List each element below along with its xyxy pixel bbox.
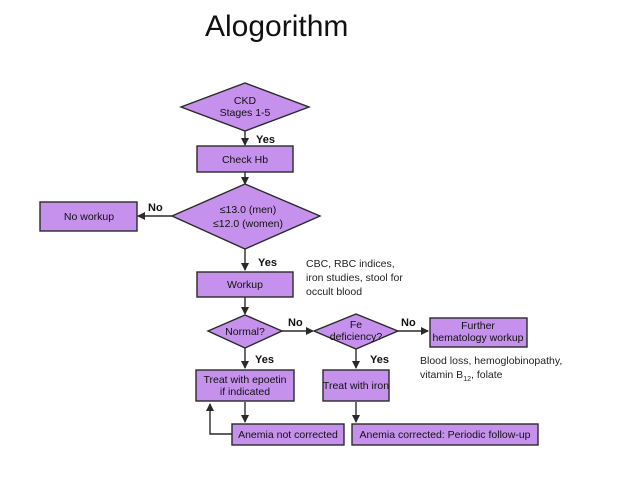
svg-text:Blood loss, hemoglobinopathy,: Blood loss, hemoglobinopathy, — [420, 355, 562, 367]
svg-text:Stages 1-5: Stages 1-5 — [220, 107, 271, 119]
svg-text:Check Hb: Check Hb — [222, 154, 268, 166]
edge-label-yes: Yes — [255, 354, 274, 366]
svg-text:No workup: No workup — [64, 211, 114, 223]
node-no-workup: No workup — [39, 201, 138, 232]
svg-text:Anemia corrected: Periodic fol: Anemia corrected: Periodic follow-up — [360, 429, 531, 441]
edge-label-no: No — [148, 202, 163, 214]
svg-text:vitamin B12, folate: vitamin B12, folate — [420, 369, 503, 383]
svg-text:deficiency?: deficiency? — [330, 331, 383, 343]
node-ckd: CKD Stages 1-5 — [179, 82, 311, 132]
edge-label-yes: Yes — [256, 134, 275, 146]
svg-text:Anemia not corrected: Anemia not corrected — [238, 429, 338, 441]
svg-text:occult blood: occult blood — [306, 286, 362, 298]
svg-text:CBC, RBC indices,: CBC, RBC indices, — [306, 258, 395, 270]
page-title: Alogorithm — [205, 10, 349, 43]
svg-text:if indicated: if indicated — [220, 386, 270, 398]
svg-text:Treat with epoetin: Treat with epoetin — [203, 374, 286, 386]
node-further-workup: Further hematology workup — [429, 317, 528, 348]
edge-label-no: No — [401, 317, 416, 329]
svg-text:≤13.0 (men): ≤13.0 (men) — [220, 204, 277, 216]
svg-text:Normal?: Normal? — [225, 326, 265, 338]
node-workup: Workup — [196, 271, 294, 298]
node-anemia-corrected: Anemia corrected: Periodic follow-up — [351, 423, 539, 446]
node-hb-decision: ≤13.0 (men) ≤12.0 (women) — [170, 183, 322, 250]
svg-text:Fe: Fe — [350, 319, 362, 331]
edge-label-yes: Yes — [370, 354, 389, 366]
edge-label-no: No — [288, 317, 303, 329]
node-treat-epoetin: Treat with epoetin if indicated — [195, 369, 295, 402]
svg-text:iron studies, stool for: iron studies, stool for — [306, 272, 403, 284]
svg-text:Workup: Workup — [227, 279, 263, 291]
node-normal: Normal? — [206, 314, 284, 349]
node-anemia-not-corrected: Anemia not corrected — [231, 423, 345, 446]
svg-text:hematology workup: hematology workup — [432, 332, 523, 344]
node-check-hb: Check Hb — [196, 145, 294, 173]
node-treat-iron: Treat with iron — [322, 369, 390, 402]
edge-label-yes: Yes — [258, 257, 277, 269]
edge-notcorrected-loop — [206, 403, 232, 435]
svg-text:Treat with iron: Treat with iron — [323, 380, 389, 392]
further-workup-note: Blood loss, hemoglobinopathy, vitamin B1… — [420, 355, 562, 383]
svg-text:CKD: CKD — [234, 95, 257, 107]
svg-text:≤12.0 (women): ≤12.0 (women) — [213, 218, 283, 230]
workup-note: CBC, RBC indices, iron studies, stool fo… — [306, 258, 403, 298]
svg-text:Further: Further — [461, 320, 495, 332]
node-fe-deficiency: Fe deficiency? — [312, 313, 400, 350]
